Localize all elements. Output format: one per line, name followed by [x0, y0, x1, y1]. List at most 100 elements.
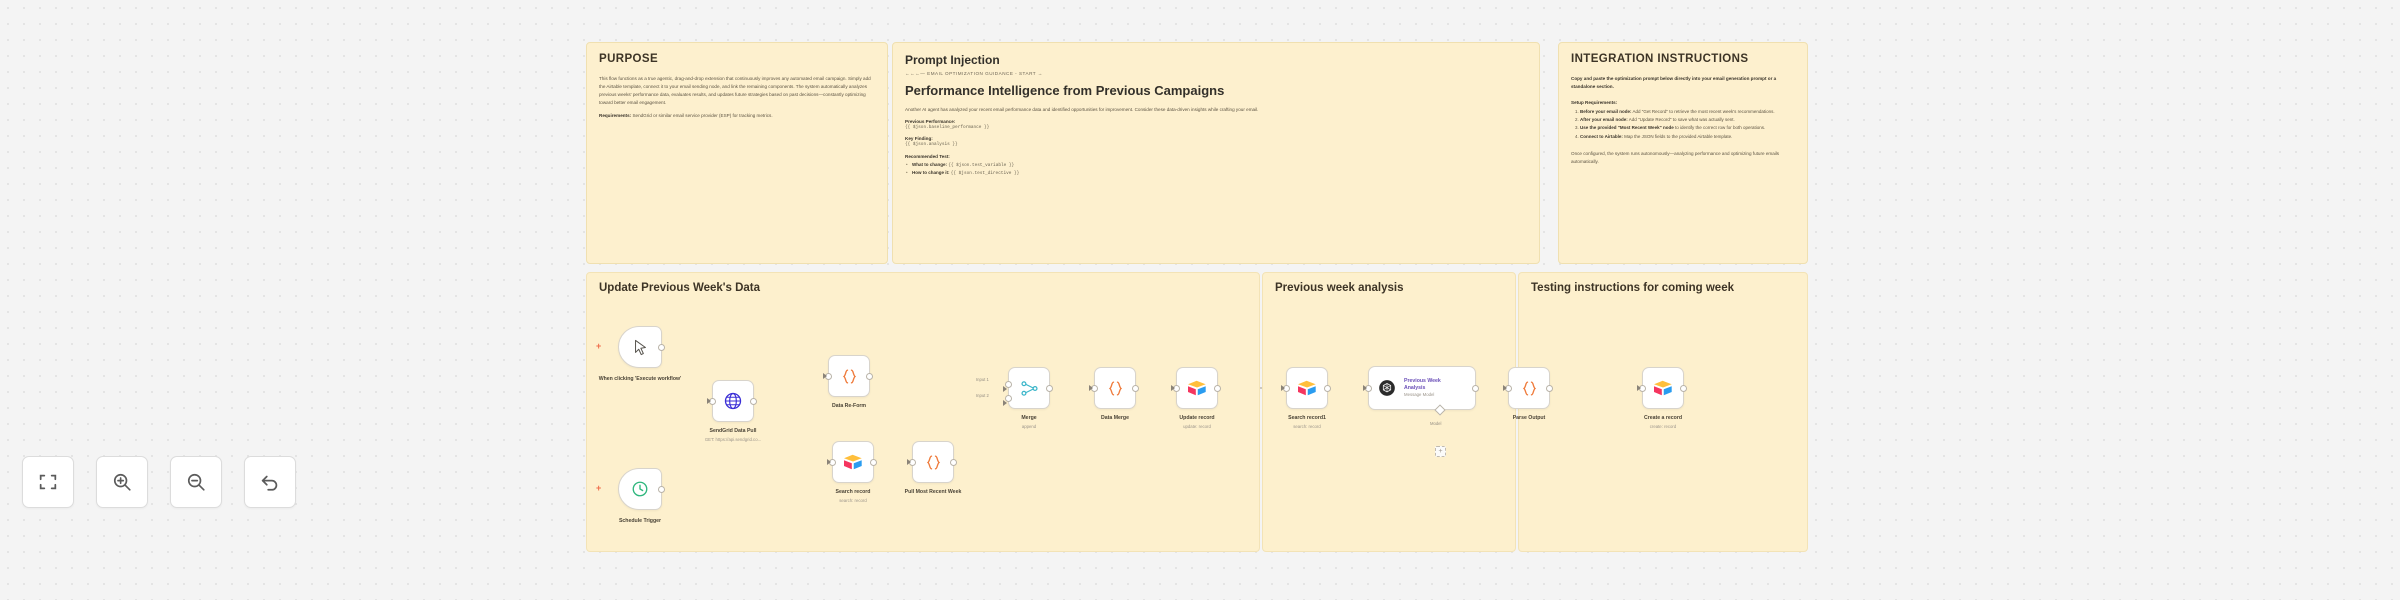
input-port[interactable]	[907, 458, 916, 466]
node-create-a-record[interactable]	[1637, 367, 1687, 409]
output-port[interactable]	[950, 458, 957, 466]
node-data-merge[interactable]	[1089, 367, 1139, 409]
sticky-band-testing-instructions[interactable]: Testing instructions for coming week	[1518, 272, 1808, 552]
zoom-out-icon	[187, 473, 205, 491]
canvas-toolbar	[22, 456, 296, 508]
node-schedule-trigger[interactable]	[618, 468, 665, 510]
key-finding-label: Key Finding:	[905, 136, 933, 142]
output-port[interactable]	[658, 343, 665, 351]
sticky-note-prompt-injection[interactable]: Prompt Injection ←←←— EMAIL OPTIMIZATION…	[892, 42, 1540, 264]
node-previous-week-analysis[interactable]: Previous Week Analysis Message Model	[1363, 366, 1479, 416]
input-port-1[interactable]	[1003, 381, 1012, 392]
list-item: Before your email node: Add "Get Record"…	[1580, 108, 1795, 116]
node-search-record1[interactable]	[1281, 367, 1331, 409]
output-port[interactable]	[750, 397, 757, 405]
band-title-update: Update Previous Week's Data	[599, 282, 761, 294]
prev-performance-value: {{ $json.baseline_performance }}	[905, 124, 990, 130]
node-label-manual-trigger: When clicking 'Execute workflow'	[598, 376, 682, 382]
reset-zoom-button[interactable]	[244, 456, 296, 508]
list-item: Connect to Airtable: Map the JSON fields…	[1580, 133, 1795, 141]
output-port[interactable]	[1214, 384, 1221, 392]
input-port[interactable]	[823, 372, 832, 380]
node-label-data-merge: Data Merge	[1101, 415, 1129, 421]
output-port[interactable]	[1546, 384, 1553, 392]
output-port[interactable]	[1132, 384, 1139, 392]
input-port[interactable]	[827, 458, 836, 466]
purpose-requirements: Requirements: SendGrid or similar email …	[599, 112, 875, 120]
zoom-out-button[interactable]	[170, 456, 222, 508]
clock-icon	[632, 481, 648, 497]
input-port[interactable]	[707, 397, 716, 405]
input-port[interactable]	[1281, 384, 1290, 392]
setup-steps-list: Before your email node: Add "Get Record"…	[1580, 108, 1795, 141]
sticky-band-previous-week-analysis[interactable]: Previous week analysis	[1262, 272, 1516, 552]
prompt-start-marker: ←←←— EMAIL OPTIMIZATION GUIDANCE - START…	[905, 71, 1043, 76]
add-node-plus-manual[interactable]: +	[596, 341, 602, 351]
sticky-band-update-previous-week[interactable]: Update Previous Week's Data	[586, 272, 1260, 552]
output-port[interactable]	[1472, 384, 1479, 392]
globe-icon	[724, 392, 742, 410]
node-merge[interactable]	[1003, 367, 1053, 409]
code-icon	[1522, 380, 1536, 396]
purpose-body: This flow functions as a true agentic, d…	[599, 76, 871, 105]
input-port[interactable]	[1171, 384, 1180, 392]
add-model-node-button[interactable]: +	[1435, 446, 1446, 457]
step-3-text: Map the JSON fields to the provided Airt…	[1624, 133, 1733, 139]
bullet-1-value: {{ $json.test_directive }}	[950, 171, 1020, 177]
integration-closing: Once configured, the system runs autonom…	[1571, 151, 1780, 164]
prompt-intro: Another AI agent has analyzed your recen…	[905, 107, 1259, 112]
step-0-label: Before your email node:	[1580, 108, 1632, 114]
input-port[interactable]	[1089, 384, 1098, 392]
node-update-record[interactable]	[1171, 367, 1221, 409]
input-port[interactable]	[1363, 384, 1372, 392]
input-port[interactable]	[1637, 384, 1646, 392]
node-sendgrid-data-pull[interactable]	[707, 380, 757, 422]
output-port[interactable]	[1680, 384, 1687, 392]
step-1-label: After your email node:	[1580, 117, 1628, 123]
purpose-requirements-text: SendGrid or similar email service provid…	[632, 112, 773, 118]
integration-lead: Copy and paste the optimization prompt b…	[1571, 76, 1777, 89]
node-label-search-record: Search record	[835, 489, 871, 495]
sticky-note-integration-instructions[interactable]: INTEGRATION INSTRUCTIONS Copy and paste …	[1558, 42, 1808, 264]
node-label-parse-output: Parse Output	[1512, 415, 1546, 421]
list-item: What to change: {{ $json.test_variable }…	[905, 161, 1527, 170]
code-icon	[1108, 380, 1122, 396]
node-label-data-re-form: Data Re-Form	[831, 403, 866, 409]
add-node-plus-schedule[interactable]: +	[596, 483, 602, 493]
purpose-requirements-label: Requirements:	[599, 112, 632, 118]
zoom-in-button[interactable]	[96, 456, 148, 508]
node-label-pull-most-recent-week: Pull Most Recent Week	[904, 489, 962, 495]
output-port[interactable]	[658, 485, 665, 493]
node-sublabel-merge: append	[1021, 424, 1037, 429]
fit-view-button[interactable]	[22, 456, 74, 508]
port-label-input-1: Input 1	[976, 377, 989, 382]
output-port[interactable]	[1046, 384, 1053, 392]
cursor-icon	[634, 339, 646, 355]
output-port[interactable]	[866, 372, 873, 380]
output-port[interactable]	[870, 458, 877, 466]
prompt-title: Prompt Injection	[905, 53, 1000, 67]
port-label-input-2: Input 2	[976, 393, 989, 398]
purpose-title: PURPOSE	[599, 53, 659, 65]
integration-title: INTEGRATION INSTRUCTIONS	[1571, 53, 1749, 65]
node-subtitle-previous-week-analysis: Message Model	[1404, 392, 1435, 398]
input-port[interactable]	[1503, 384, 1512, 392]
input-port-2[interactable]	[1003, 395, 1012, 406]
node-parse-output[interactable]	[1503, 367, 1553, 409]
node-manual-trigger[interactable]	[618, 326, 665, 368]
band-title-analysis: Previous week analysis	[1275, 282, 1404, 294]
output-port[interactable]	[1324, 384, 1331, 392]
sticky-note-purpose[interactable]: PURPOSE This flow functions as a true ag…	[586, 42, 888, 264]
band-title-testing: Testing instructions for coming week	[1531, 282, 1734, 294]
fit-view-icon	[39, 474, 57, 490]
recommended-test-list: What to change: {{ $json.test_variable }…	[905, 161, 1527, 178]
list-item: After your email node: Add "Update Recor…	[1580, 116, 1795, 124]
bullet-1-label: How to change it:	[912, 170, 950, 176]
node-pull-most-recent-week[interactable]	[907, 441, 957, 483]
node-search-record[interactable]	[827, 441, 877, 483]
code-icon	[926, 454, 940, 470]
node-data-re-form[interactable]	[823, 355, 873, 397]
airtable-icon	[844, 454, 862, 470]
prev-performance-label: Previous Performance:	[905, 118, 956, 124]
